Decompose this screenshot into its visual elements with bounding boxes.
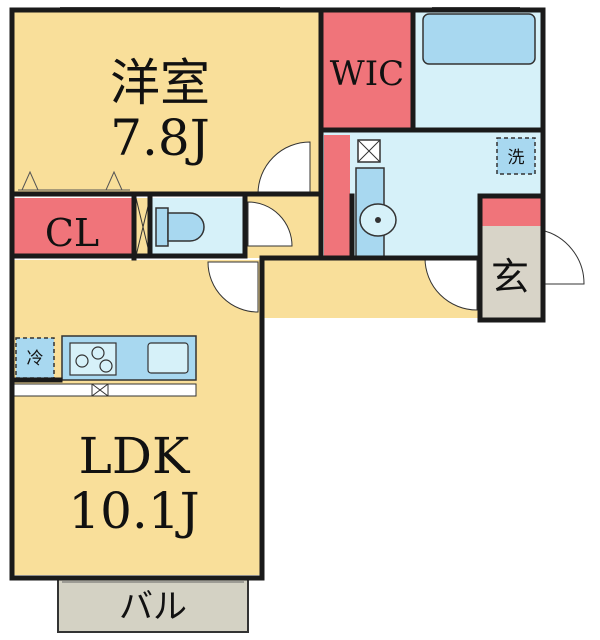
western-room-size: 7.8J	[110, 109, 210, 167]
burner-1	[75, 354, 89, 368]
washer-space	[496, 137, 536, 175]
hanger-mark-1	[21, 170, 39, 191]
wic-area	[321, 12, 413, 130]
corridor-door-swing	[424, 257, 478, 311]
ldk-name: LDK	[79, 427, 191, 485]
entrance-label: 玄	[491, 255, 529, 299]
toilet-bowl	[167, 212, 205, 242]
washroom-closet	[324, 135, 350, 258]
entrance-door-swing	[540, 229, 585, 285]
toilet-tank	[155, 207, 169, 247]
cl-label: CL	[45, 211, 99, 255]
cl-closet	[14, 198, 132, 256]
sink	[147, 342, 189, 374]
entrance	[480, 226, 541, 318]
burner-2	[91, 346, 105, 360]
wic-label: WIC	[330, 54, 404, 94]
balcony	[57, 577, 249, 633]
balcony-label: バル	[119, 587, 187, 627]
western-room-name: 洋室	[110, 54, 210, 112]
stove	[69, 342, 117, 376]
fridge-label: 冷	[27, 349, 44, 369]
washbasin-drain	[375, 217, 381, 223]
toilet-door	[247, 201, 293, 247]
bathtub	[422, 13, 536, 65]
hanger-mark-2	[105, 170, 123, 191]
shoe-box	[480, 198, 541, 226]
counter-vent-cross-b	[91, 383, 109, 397]
ldk-room	[14, 260, 260, 575]
western-room-door	[257, 141, 311, 195]
washer-label: 洗	[508, 148, 525, 168]
vent-cross-b	[357, 139, 381, 163]
ldk-size: 10.1J	[68, 482, 199, 540]
fridge-space	[15, 337, 55, 379]
ldk-door	[207, 261, 259, 313]
walls	[9, 7, 546, 581]
burner-3	[99, 359, 113, 373]
